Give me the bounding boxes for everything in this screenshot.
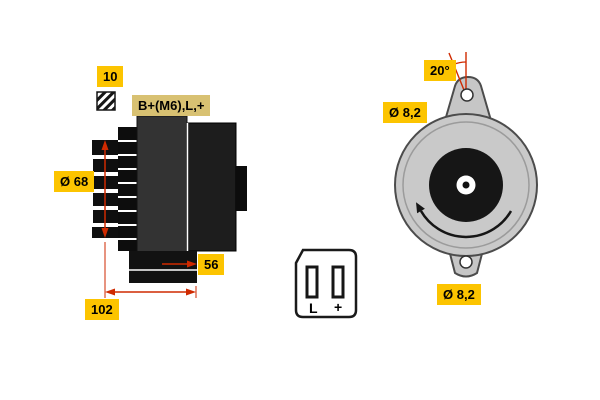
fan-body <box>118 127 137 251</box>
top-mounting-hole <box>460 88 474 102</box>
bottom-hole-diameter-label: Ø 8,2 <box>437 284 481 305</box>
fin-lines <box>118 140 137 240</box>
mounting-angle-label: 20° <box>424 60 456 81</box>
pulley-diameter-label: Ø 68 <box>54 171 95 192</box>
bottom-mounting-hole <box>459 255 473 269</box>
rear-housing <box>187 122 237 252</box>
connector-pin-l-label: L <box>309 300 318 316</box>
key-width-label: 10 <box>97 66 124 87</box>
alternator-side-view <box>92 91 247 298</box>
terminals-label: B+(M6),L,+ <box>132 95 211 116</box>
foot-block <box>129 251 197 283</box>
shaft-center-dot <box>462 181 470 189</box>
rear-end-cap <box>236 166 247 211</box>
overall-length-label: 102 <box>85 299 119 320</box>
key-hatch-symbol <box>96 91 116 111</box>
rotation-arrow <box>416 202 513 239</box>
dimension-pulley-diameter <box>101 140 109 238</box>
fan-fins <box>118 127 137 251</box>
connector-pin-plus <box>331 265 345 299</box>
stator-body <box>136 115 188 259</box>
connector-pin-plus-label: + <box>334 299 343 315</box>
dimension-foot-width <box>162 260 197 268</box>
connector-outline <box>294 248 358 319</box>
connector-plug <box>294 248 358 319</box>
alternator-front-view <box>394 52 538 278</box>
top-hole-diameter-label: Ø 8,2 <box>383 102 427 123</box>
dimension-overall-length <box>104 242 197 298</box>
housing-rim-circle <box>402 121 530 249</box>
foot-width-label: 56 <box>198 254 225 275</box>
connector-pin-l <box>305 265 319 299</box>
mounting-foot <box>129 251 197 283</box>
